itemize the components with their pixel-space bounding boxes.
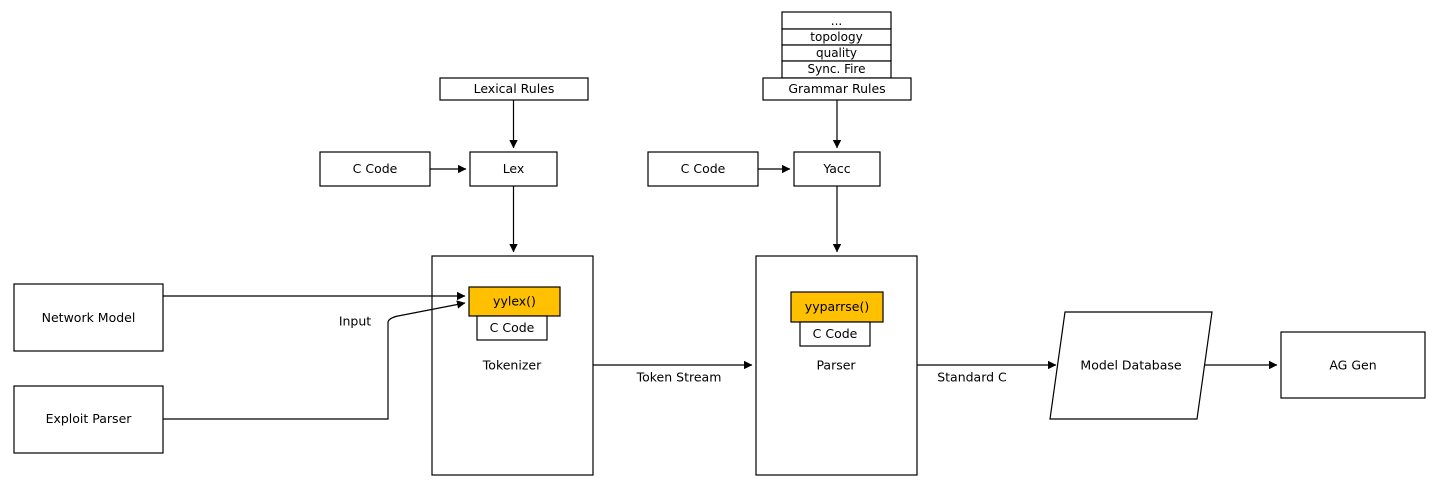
- grammar-stack-label-topology: topology: [810, 30, 862, 44]
- grammar-stack-label-ellipsis: ...: [831, 14, 842, 28]
- node-ag-gen[interactable]: [1280, 331, 1426, 399]
- node-network-model[interactable]: [13, 283, 164, 352]
- node-model-database[interactable]: [1049, 311, 1213, 420]
- node-yyparse[interactable]: [790, 291, 884, 323]
- grammar-stack-label-sync-fire: Sync. Fire: [808, 62, 866, 76]
- node-c-code-yacc-label: C Code: [681, 161, 726, 176]
- node-yacc-label: Yacc: [822, 161, 850, 176]
- node-c-code-lex-label: C Code: [353, 161, 398, 176]
- node-yylex[interactable]: [468, 286, 561, 317]
- node-tokenizer-c-code[interactable]: [476, 315, 548, 341]
- node-exploit-parser[interactable]: [13, 385, 164, 454]
- node-yyparse-label: yyparrse(): [805, 299, 869, 314]
- node-lex[interactable]: [469, 151, 558, 187]
- node-network-model-label: Network Model: [42, 310, 136, 325]
- node-parser-c-code-label: C Code: [813, 326, 858, 341]
- node-ag-gen-label: AG Gen: [1329, 358, 1376, 373]
- edge-exploit-parser-to-yylex: [163, 300, 466, 420]
- node-tokenizer-label: Tokenizer: [482, 358, 542, 373]
- edge-label-input: Input: [339, 314, 371, 329]
- node-yylex-label: yylex(): [493, 294, 536, 309]
- node-exploit-parser-label: Exploit Parser: [46, 411, 133, 426]
- node-lexical-rules-label: Lexical Rules: [474, 81, 555, 96]
- node-parser-c-code[interactable]: [799, 321, 871, 347]
- node-parser-label: Parser: [816, 358, 856, 373]
- edge-label-token-stream: Token Stream: [636, 370, 722, 385]
- node-tokenizer-c-code-label: C Code: [490, 320, 535, 335]
- node-grammar-rules-label: Grammar Rules: [788, 81, 885, 96]
- node-lex-label: Lex: [503, 161, 525, 176]
- grammar-stack-label-quality: quality: [816, 46, 857, 60]
- node-yacc[interactable]: [793, 151, 881, 187]
- edge-label-standard-c: Standard C: [937, 370, 1007, 385]
- node-model-database-label: Model Database: [1080, 358, 1181, 373]
- grammar-rules-stack: ... topology quality Sync. Fire: [781, 11, 892, 79]
